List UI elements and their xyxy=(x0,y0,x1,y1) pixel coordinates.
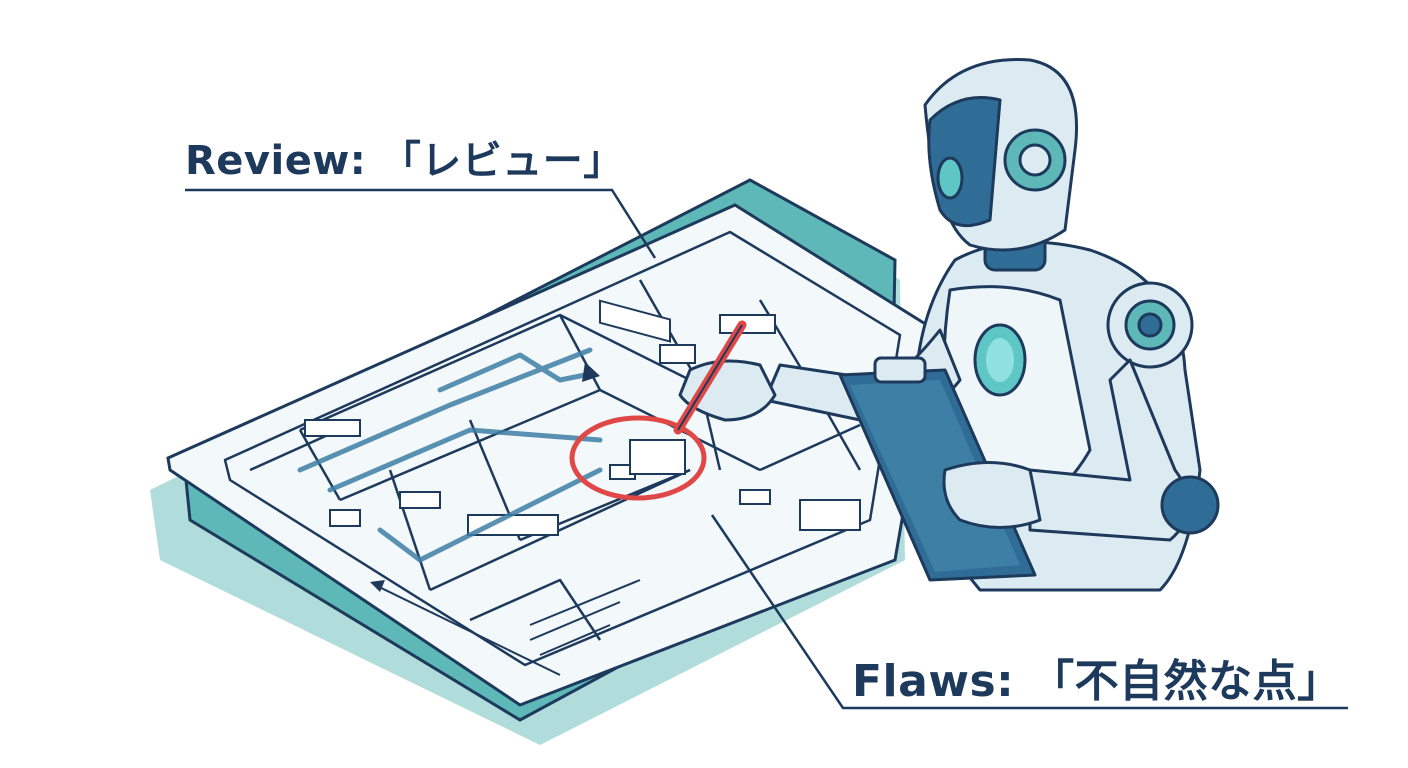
furniture xyxy=(304,299,861,536)
clipboard-clip xyxy=(873,356,927,384)
robot-eye xyxy=(936,156,964,200)
robot-holding-hand xyxy=(942,461,1042,529)
robot-figure xyxy=(673,58,1220,592)
elbow-joint xyxy=(1160,475,1220,535)
shoulder-joint-core xyxy=(1137,312,1163,338)
chest-light-inner xyxy=(986,338,1014,382)
flaw-highlight-circle xyxy=(569,415,707,501)
robot-face xyxy=(927,96,1002,228)
edge-arrow xyxy=(374,584,561,676)
flaws-label: Flaws: 「不自然な点」 xyxy=(852,656,1342,707)
review-label: Review: 「レビュー」 xyxy=(185,138,624,184)
title-block-lines xyxy=(529,579,641,656)
flaws-leader xyxy=(710,514,1348,710)
blueprint-sheet xyxy=(150,178,937,745)
route-arrow xyxy=(582,362,600,382)
edge-arrow-head xyxy=(370,580,385,592)
review-leader xyxy=(185,188,657,259)
ear-disc-inner xyxy=(1018,143,1052,177)
pencil-outline xyxy=(677,324,743,431)
route-path xyxy=(297,347,603,563)
leader-lines xyxy=(185,188,1348,710)
